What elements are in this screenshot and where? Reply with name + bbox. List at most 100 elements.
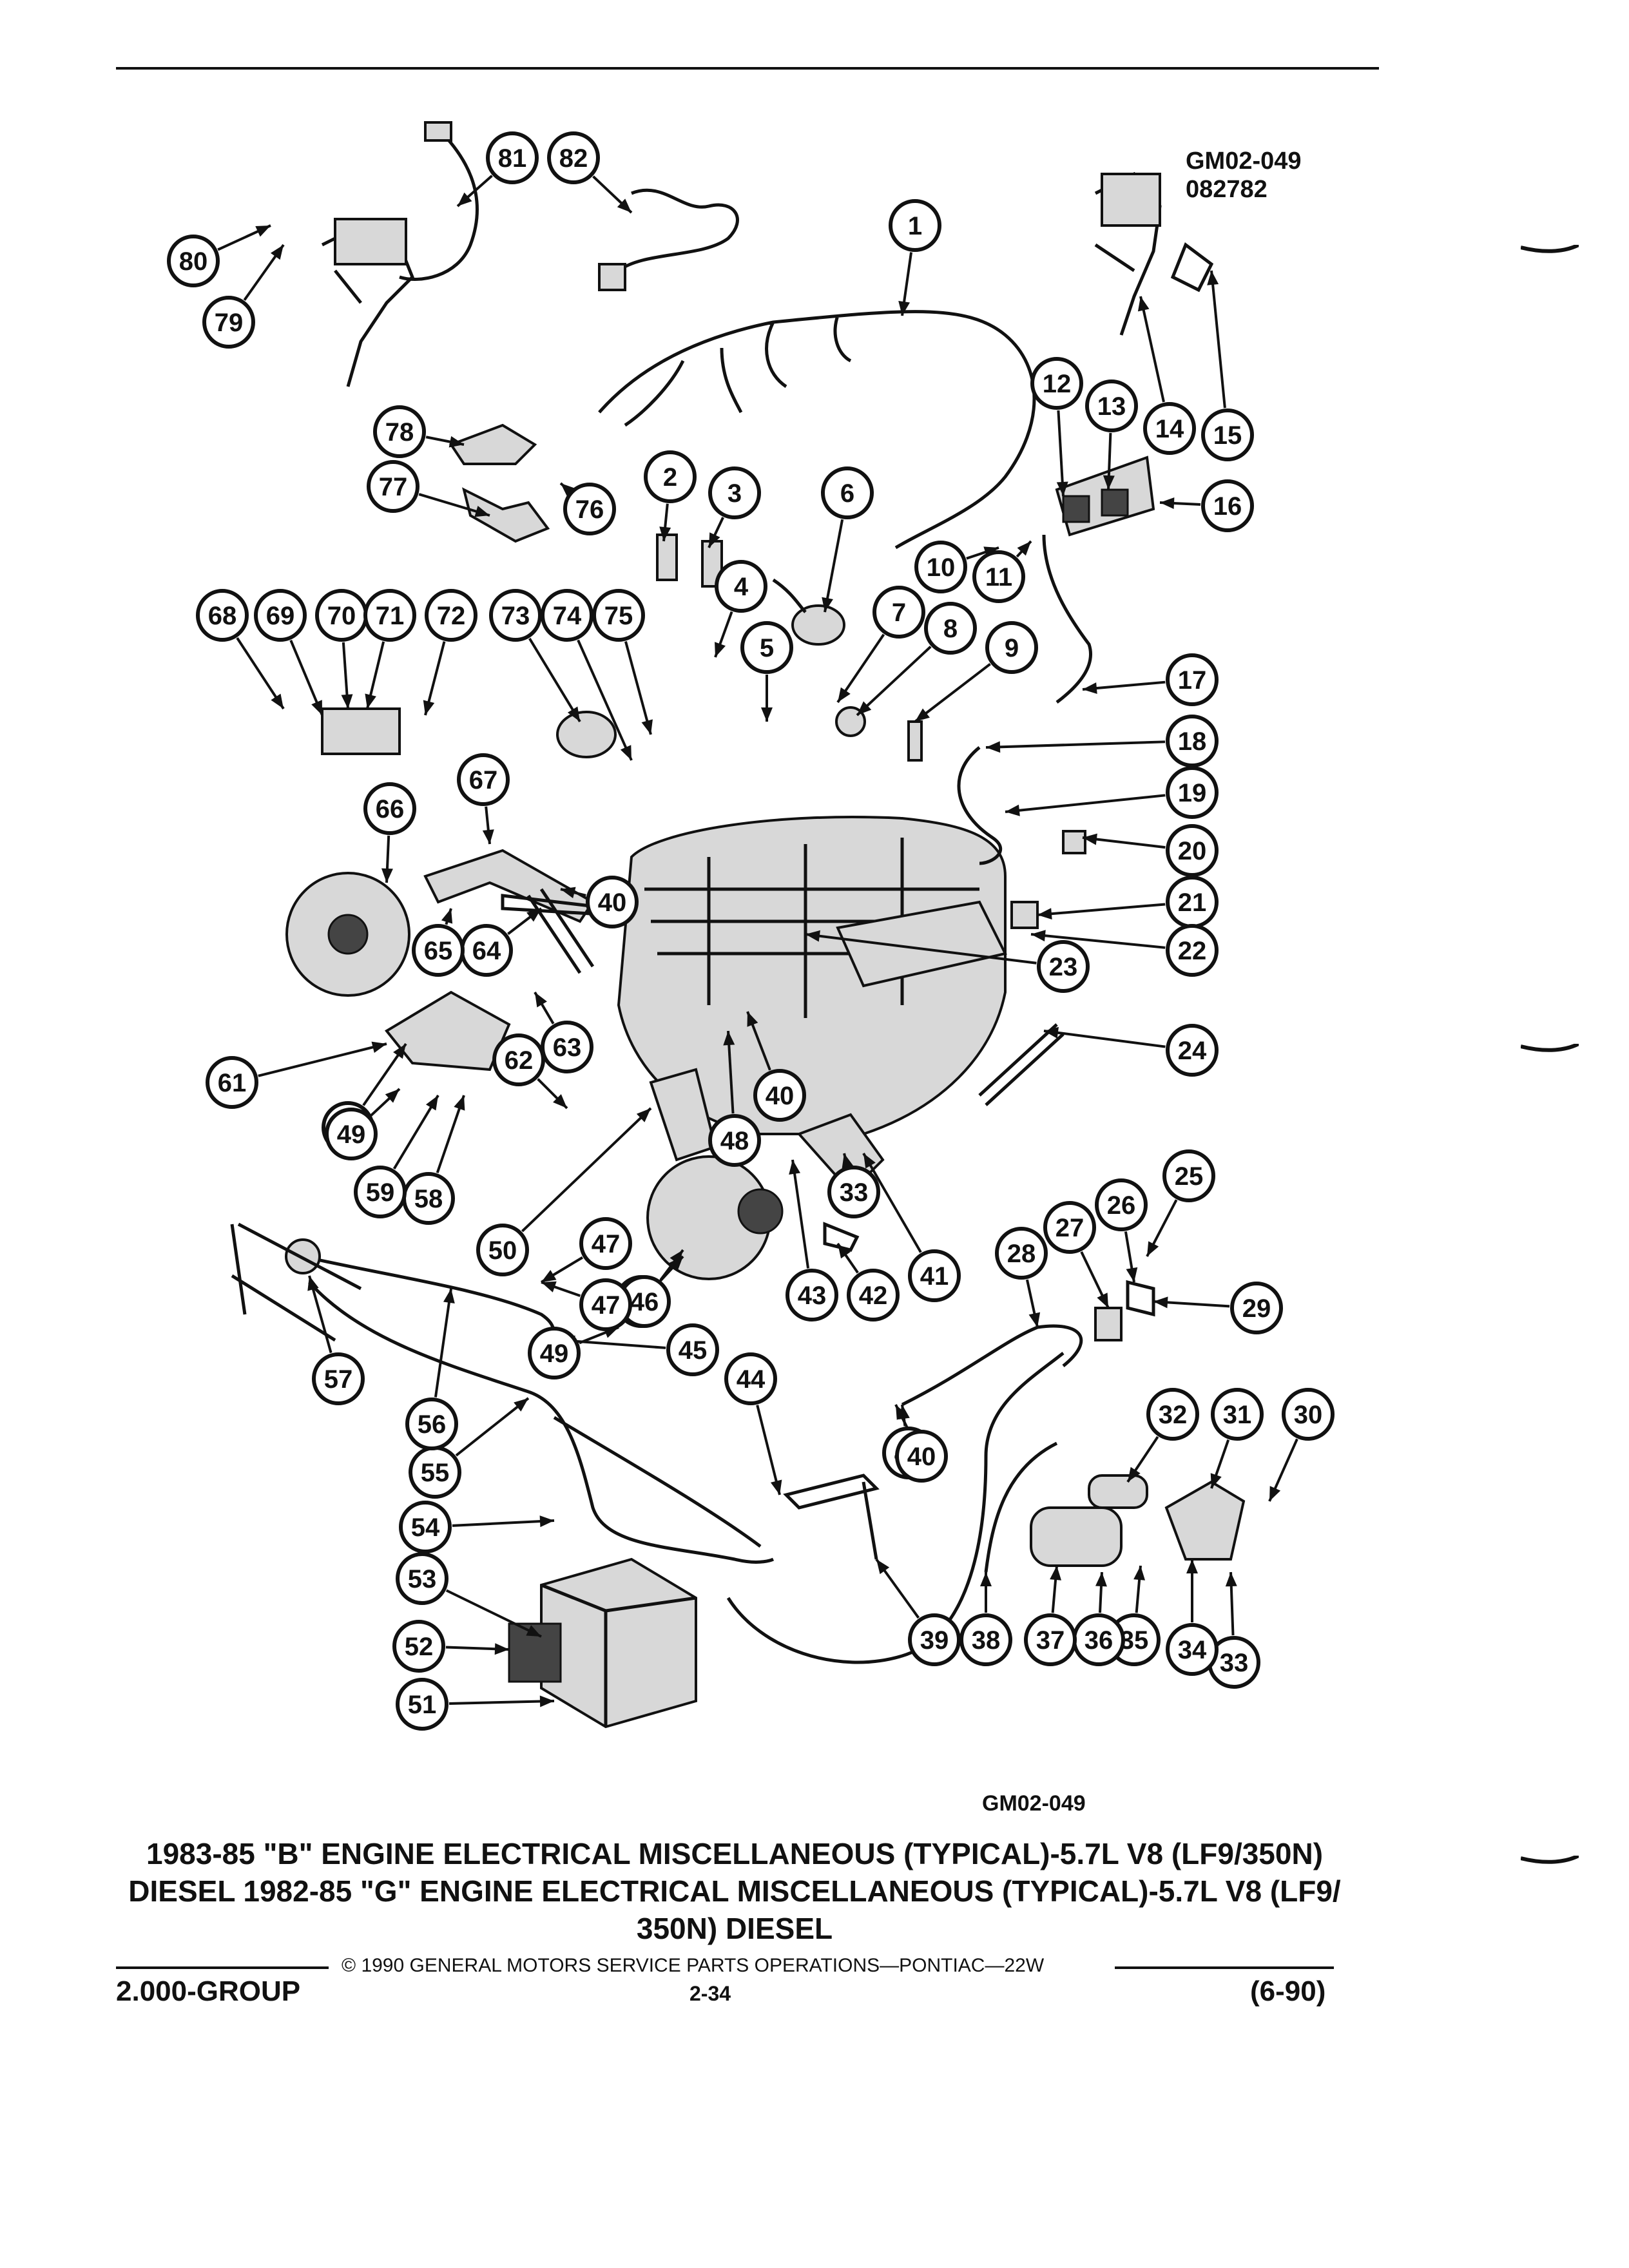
callout-arrowhead-26 [1126, 1267, 1138, 1282]
callout-arrowhead-41 [863, 1153, 876, 1169]
callout-arrowhead-60 [393, 1044, 406, 1059]
callout-circle [399, 1501, 452, 1553]
callout-arrowhead-31 [1210, 1473, 1222, 1488]
callout-leader-73 [528, 637, 581, 723]
callout-number: 68 [208, 602, 237, 630]
callout-arrowhead-74 [620, 745, 631, 760]
callout-arrowhead-65 [441, 908, 453, 924]
callout-71: 71 [363, 589, 416, 642]
callout-circle [821, 466, 874, 519]
callout-70: 70 [315, 589, 368, 642]
callout-number: 65 [424, 937, 453, 965]
callout-circle [363, 782, 416, 835]
callout-arrowhead-13 [1103, 475, 1115, 490]
callout-number: 11 [985, 563, 1012, 591]
callout-arrowhead-61 [371, 1041, 387, 1053]
callout-69: 69 [254, 589, 307, 642]
callout-arrowhead-72 [423, 700, 435, 715]
callout-32: 32 [1146, 1388, 1199, 1441]
callout-leader-12 [1057, 410, 1065, 497]
callout-number: 71 [376, 602, 405, 630]
callout-circle [457, 753, 510, 806]
callout-number: 39 [920, 1626, 949, 1655]
callout-52: 52 [392, 1620, 445, 1673]
callout-leader-75 [624, 641, 652, 735]
callout-circle [1282, 1388, 1335, 1441]
callout-arrowhead-40 [561, 887, 576, 899]
callout-number: 47 [592, 1230, 621, 1258]
callout-number: 49 [337, 1120, 366, 1149]
callout-number: 34 [1178, 1636, 1207, 1664]
callout-circle [405, 1398, 458, 1450]
bracket-44 [783, 1474, 880, 1560]
callout-number: 54 [411, 1514, 440, 1542]
callout-79: 79 [202, 296, 255, 349]
callout-number: 13 [1097, 392, 1126, 421]
callout-4: 4 [715, 560, 767, 613]
callout-leader-21 [1037, 903, 1166, 916]
callout-circle [995, 1227, 1048, 1280]
callout-46: 46 [618, 1275, 671, 1328]
solenoid-70 [321, 707, 401, 755]
bracket-42 [823, 1222, 860, 1252]
callout-arrowhead-75 [641, 719, 653, 735]
callout-number: 33 [1220, 1649, 1249, 1677]
callout-leader-44 [756, 1405, 781, 1495]
callout-circle [354, 1166, 407, 1218]
callout-arrowhead-9 [915, 708, 930, 722]
callout-number: 51 [408, 1691, 437, 1719]
callout-circle [1037, 940, 1090, 993]
callout-arrowhead-29 [1153, 1296, 1168, 1309]
callout-number: 19 [1178, 779, 1207, 807]
callout-number: 72 [437, 602, 466, 630]
callout-circle [396, 1552, 448, 1605]
callout-arrowhead-34 [1186, 1559, 1198, 1573]
callout-49: 49 [528, 1327, 581, 1379]
footer-date: (6-90) [1250, 1975, 1326, 2007]
callout-20: 20 [1166, 824, 1219, 877]
switch-73 [556, 711, 617, 758]
callout-circle [1030, 357, 1083, 410]
bracket-78 [448, 423, 537, 465]
sensor-21 [1010, 901, 1039, 929]
glow-plug-24 [978, 1023, 1065, 1106]
callout-44: 44 [724, 1352, 777, 1405]
callout-number: 22 [1178, 937, 1207, 965]
callout-circle [1024, 1613, 1077, 1666]
callout-arrowhead-40 [747, 1012, 758, 1027]
callout-arrowhead-66 [381, 868, 393, 883]
callout-circle [889, 199, 941, 252]
callout-circle [827, 1166, 880, 1218]
bracket-77 [462, 487, 550, 543]
callout-arrowhead-73 [567, 706, 580, 722]
callout-29: 29 [1230, 1282, 1283, 1334]
callout-leader-24 [1043, 1030, 1166, 1048]
callout-33: 33 [827, 1166, 880, 1218]
callout-arrowhead-21 [1037, 908, 1052, 920]
callout-circle [363, 589, 416, 642]
callout-number: 74 [553, 602, 582, 630]
callout-number: 70 [327, 602, 356, 630]
battery [540, 1557, 697, 1729]
conduit-38 [984, 1441, 1058, 1573]
callout-10: 10 [914, 541, 967, 593]
callout-circle [708, 1114, 761, 1167]
diagram-code: GM02-049 [1186, 148, 1302, 175]
callout-number: 53 [408, 1565, 437, 1593]
switch-6 [791, 604, 845, 646]
callout-number: 79 [215, 309, 244, 337]
callout-circle [541, 1021, 593, 1073]
callout-number: 63 [553, 1033, 582, 1062]
callout-16: 16 [1201, 479, 1254, 532]
callout-arrowhead-20 [1083, 833, 1097, 845]
callout-31: 31 [1211, 1388, 1264, 1441]
callout-arrowhead-43 [789, 1160, 801, 1175]
callout-arrowhead-4 [715, 642, 726, 657]
caption-line-3: 350N) DIESEL [636, 1912, 833, 1945]
figure-code: GM02-049 [982, 1791, 1086, 1816]
callout-arrowhead-50 [636, 1108, 651, 1122]
callout-circle [1162, 1149, 1215, 1202]
callout-number: 4 [734, 573, 749, 601]
callout-68: 68 [196, 589, 249, 642]
binder-mark-1 [1521, 245, 1579, 253]
